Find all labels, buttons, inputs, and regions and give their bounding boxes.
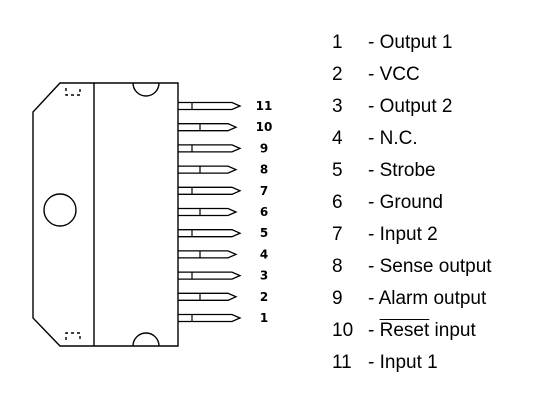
pin-lead-2 xyxy=(178,292,238,301)
pin-lead-outline xyxy=(178,207,238,217)
pin-label-rest: input xyxy=(429,320,476,341)
package-outline xyxy=(32,82,179,347)
pin-row-1: 1 - Output 1 xyxy=(332,28,492,60)
pin-lead-7 xyxy=(178,186,242,195)
pin-lead-10 xyxy=(178,123,238,132)
mounting-hole xyxy=(43,193,77,227)
pin-row-10: 10- Reset input xyxy=(332,316,492,348)
pin-number: 2 xyxy=(332,64,343,85)
pin-lead-outline xyxy=(178,292,238,301)
pin-number-label-9: 9 xyxy=(260,141,268,155)
pin-number-label-11: 11 xyxy=(256,99,273,113)
pin-number: 9 xyxy=(332,288,343,309)
pin-lead-outline xyxy=(178,186,242,195)
pin-row-7: 7 - Input 2 xyxy=(332,220,492,252)
pin-row-4: 4 - N.C. xyxy=(332,124,492,156)
pin-lead-6 xyxy=(178,207,238,217)
pin-lead-outline xyxy=(178,229,242,238)
pin-label: Input 2 xyxy=(379,224,438,245)
pin-label: VCC xyxy=(379,64,420,85)
pin-row-6: 6 - Ground xyxy=(332,188,492,220)
pin-label: Sense output xyxy=(379,256,492,277)
pin-lead-outline xyxy=(178,271,242,280)
pin-number: 6 xyxy=(332,192,343,213)
pin-lead-5 xyxy=(178,229,242,238)
pin-row-11: 11- Input 1 xyxy=(332,348,492,380)
pin-label: N.C. xyxy=(379,128,418,149)
pin-lead-outline xyxy=(178,313,242,323)
pin-label-overlined: Reset xyxy=(379,320,430,341)
pin-lead-outline xyxy=(178,250,238,259)
pin-label: Ground xyxy=(379,192,443,213)
pin-lead-4 xyxy=(178,250,238,259)
pin-label: Input 1 xyxy=(379,352,438,373)
corner-mark-bottom xyxy=(65,332,81,340)
pin-number-label-5: 5 xyxy=(260,226,268,240)
pin-number: 5 xyxy=(332,160,343,181)
pin-number-label-10: 10 xyxy=(256,120,273,134)
pin-lead-9 xyxy=(178,144,242,153)
pin-dash: - xyxy=(368,192,380,213)
pin-number: 4 xyxy=(332,128,343,149)
pin-leads xyxy=(178,101,242,323)
pin-lead-3 xyxy=(178,271,242,280)
pin-lead-1 xyxy=(178,313,242,323)
pin-number: 11 xyxy=(332,352,352,373)
pin-dash: - xyxy=(368,128,380,149)
pin-label: Alarm output xyxy=(378,288,487,309)
pin-dash: - xyxy=(368,32,380,53)
pin-number-label-2: 2 xyxy=(260,290,268,304)
pin-lead-8 xyxy=(178,165,238,174)
pin-number-label-3: 3 xyxy=(260,269,268,283)
pin-label: Output 1 xyxy=(379,32,453,53)
pin-number-label-7: 7 xyxy=(260,184,268,198)
pin-number: 10 xyxy=(332,320,354,341)
pin-number-labels: 11 10 9 8 7 6 5 4 3 2 1 xyxy=(256,99,273,325)
pin-dash: - xyxy=(368,288,379,309)
pin-list: 1 - Output 1 2 - VCC 3 - Output 2 4 - N.C. 5… xyxy=(332,28,492,380)
pin-row-3: 3 - Output 2 xyxy=(332,92,492,124)
pin-label: Strobe xyxy=(379,160,436,181)
pin-number-label-4: 4 xyxy=(260,247,268,261)
pin-lead-outline xyxy=(178,123,238,132)
pin-row-8: 8 - Sense output xyxy=(332,252,492,284)
pin-number: 7 xyxy=(332,224,343,245)
pin-lead-outline xyxy=(178,101,242,111)
pin-row-2: 2 - VCC xyxy=(332,60,492,92)
pin-number: 1 xyxy=(332,32,343,53)
pin-number-label-8: 8 xyxy=(260,163,268,177)
pin-dash: - xyxy=(368,320,380,341)
pin-dash: - xyxy=(368,160,380,181)
pin-dash: - xyxy=(368,96,380,117)
pin-lead-outline xyxy=(178,165,238,174)
pin-number: 3 xyxy=(332,96,343,117)
pin-row-9: 9 - Alarm output xyxy=(332,284,492,316)
ic-package-body xyxy=(32,82,179,347)
pin-dash: - xyxy=(368,352,380,373)
pin-number-label-1: 1 xyxy=(260,311,268,325)
bottom-notch xyxy=(132,332,160,347)
pin-number: 8 xyxy=(332,256,343,277)
pin-lead-outline xyxy=(178,144,242,153)
top-notch xyxy=(132,82,160,97)
pin-dash: - xyxy=(368,256,380,277)
pin-number-label-6: 6 xyxy=(260,205,268,219)
pin-lead-11 xyxy=(178,101,242,111)
pin-row-5: 5 - Strobe xyxy=(332,156,492,188)
corner-mark-top xyxy=(65,88,81,96)
pin-dash: - xyxy=(368,64,380,85)
pin-label: Output 2 xyxy=(379,96,453,117)
pin-dash: - xyxy=(368,224,380,245)
